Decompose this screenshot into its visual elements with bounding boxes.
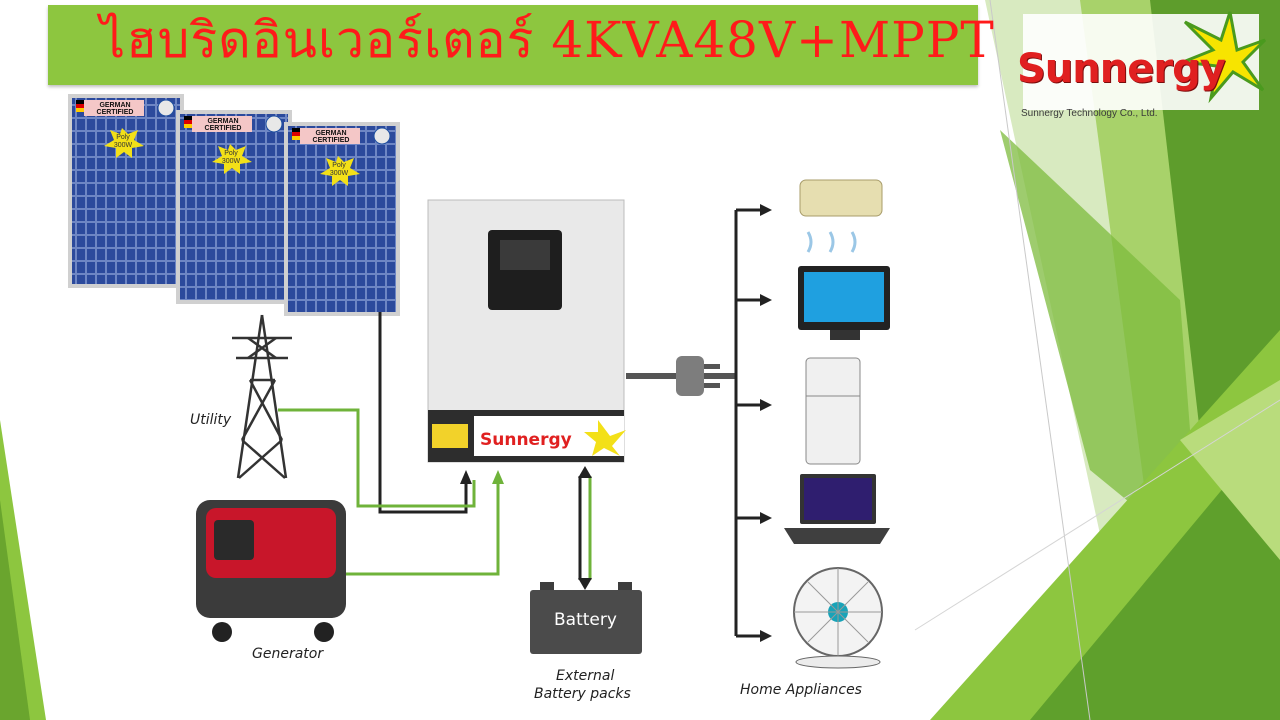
wire-arrows bbox=[460, 204, 772, 642]
bottom-right-facet-dark bbox=[1030, 420, 1280, 720]
certified-badge-2 bbox=[184, 115, 283, 174]
decor-line bbox=[914, 399, 1280, 631]
air-conditioner-icon bbox=[799, 179, 883, 253]
sunnergy-logo: Sunnergy Sunnergy Technology Co., Ltd. bbox=[1015, 10, 1267, 120]
television-icon bbox=[798, 266, 890, 340]
battery-label: Battery bbox=[554, 610, 617, 630]
certified-badge-3 bbox=[292, 127, 391, 186]
logo-company: Sunnergy Technology Co., Ltd. bbox=[1021, 108, 1158, 119]
slide-title: ไฮบริดอินเวอร์เตอร์ 4KVA48V+MPPT bbox=[100, 11, 995, 69]
solar-panel-1 bbox=[68, 94, 184, 288]
external-battery-label-line2: Battery packs bbox=[534, 686, 631, 702]
certified-badge-1 bbox=[76, 99, 175, 158]
hybrid-inverter bbox=[427, 199, 626, 463]
left-accent-shape-dark bbox=[0, 500, 30, 720]
home-appliances-label: Home Appliances bbox=[740, 682, 862, 698]
decor-line bbox=[989, 0, 1091, 720]
laptop-icon bbox=[784, 474, 890, 544]
generator-icon bbox=[196, 500, 346, 642]
refrigerator-icon bbox=[805, 357, 861, 465]
fan-icon bbox=[793, 567, 883, 669]
inverter-plate-brand: Sunnergy bbox=[480, 430, 572, 450]
logo-star-icon bbox=[1023, 11, 1267, 110]
solar-panel-3 bbox=[284, 122, 400, 316]
generator-label: Generator bbox=[252, 646, 324, 662]
utility-label: Utility bbox=[190, 412, 232, 428]
title-bar: ไฮบริดอินเวอร์เตอร์ 4KVA48V+MPPT bbox=[48, 5, 994, 85]
bottom-right-facet-light bbox=[1180, 380, 1280, 560]
solar-panel-2 bbox=[176, 110, 292, 304]
logo-wordmark: Sunnergy bbox=[1017, 46, 1226, 92]
power-plug-icon bbox=[676, 356, 720, 396]
wiring bbox=[278, 208, 762, 638]
right-facet-accent bbox=[1000, 130, 1200, 560]
external-battery-label-line1: External bbox=[556, 668, 615, 684]
solar-panels bbox=[68, 94, 400, 316]
utility-tower-icon bbox=[232, 314, 292, 479]
battery-icon bbox=[530, 582, 642, 654]
